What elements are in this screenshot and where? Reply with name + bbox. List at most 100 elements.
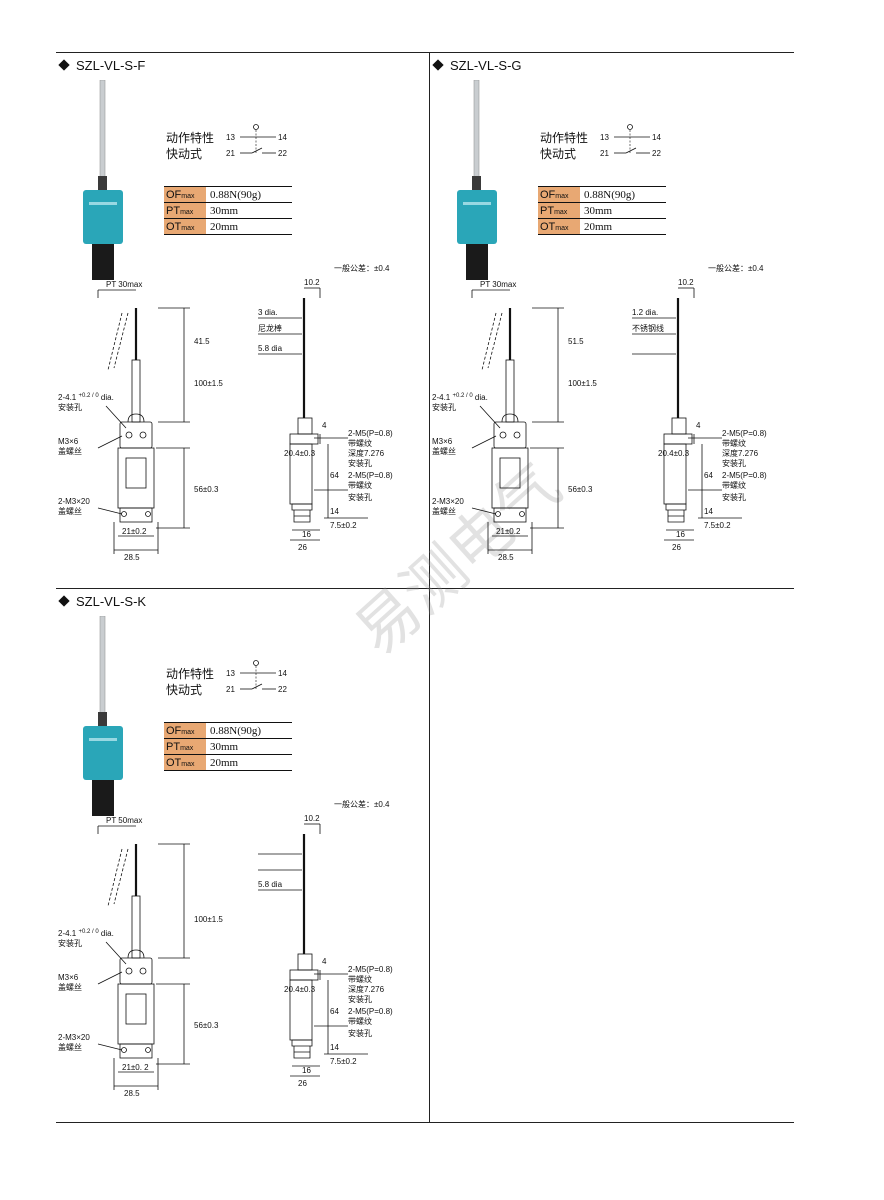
dim-26: 26 [672, 543, 681, 552]
switch-photo [457, 80, 497, 280]
center-divider [429, 52, 430, 1122]
dimension-drawing: PT 30max 51.5 100±1.5 56±0.3 2-4.1 +0.2 … [432, 278, 767, 562]
dim-width-outer: 28.5 [124, 553, 140, 562]
dim-width-outer: 28.5 [124, 1089, 140, 1098]
switch-photo [83, 80, 123, 280]
dim-16: 16 [302, 1066, 311, 1075]
dim-m3x20: 2-M3×20 [58, 497, 90, 506]
dim-14: 14 [330, 1043, 339, 1052]
action-characteristics: 动作特性 快动式 [166, 130, 214, 162]
spec-value: 30mm [580, 202, 666, 219]
dim-14: 14 [704, 507, 713, 516]
dim-hole: 2-4.1 +0.2 / 0 dia. [432, 390, 488, 402]
dim-m3x20: 2-M3×20 [432, 497, 464, 506]
dim-rod-dia: 3 dia. [258, 308, 278, 317]
model-title: SZL-VL-S-G [432, 58, 522, 73]
dim-m5a-2: 深度7.276 [722, 448, 759, 458]
dim-m5a: 2-M5(P=0.8) [348, 429, 393, 438]
dim-body-height: 56±0.3 [194, 485, 219, 494]
spec-row-of: OFmax 0.88N(90g) [164, 186, 292, 203]
dim-rod-length: 41.5 [194, 337, 210, 346]
action-label: 动作特性 [166, 667, 215, 681]
dim-m5b: 2-M5(P=0.8) [348, 1007, 393, 1016]
bottom-rule [56, 1122, 794, 1123]
terminal-22: 22 [652, 149, 661, 158]
terminal-22: 22 [278, 685, 287, 694]
dim-m5a-1: 带螺纹 [348, 438, 372, 448]
general-tolerance: 一般公差：±0.4 [334, 264, 390, 273]
spec-value: 0.88N(90g) [580, 186, 666, 203]
dim-hole-name: 安装孔 [58, 402, 82, 412]
dim-top-width: 10.2 [678, 278, 694, 287]
terminal-22: 22 [278, 149, 287, 158]
terminal-14: 14 [652, 133, 661, 142]
spec-key: OFmax [164, 722, 206, 739]
dim-top-width: 10.2 [304, 278, 320, 287]
general-tolerance: 一般公差：±0.4 [334, 800, 390, 809]
diamond-bullet-icon [58, 595, 70, 607]
dim-top-width: 10.2 [304, 814, 320, 823]
dim-7-5: 7.5±0.2 [330, 1057, 357, 1066]
dim-26: 26 [298, 1079, 307, 1088]
action-type: 快动式 [540, 147, 577, 161]
dimension-drawing: PT 50max 100±1.5 56±0.3 2-4.1 +0.2 / 0 d… [58, 814, 393, 1098]
dim-m5b-1: 带螺纹 [348, 480, 372, 490]
dim-64: 64 [330, 1007, 339, 1016]
dim-m3x6: M3×6 [58, 437, 79, 446]
spec-row-ot: OTmax 20mm [164, 754, 292, 771]
dim-m5a-2: 深度7.276 [348, 984, 385, 994]
terminal-13: 13 [600, 133, 609, 142]
dim-m5b: 2-M5(P=0.8) [348, 471, 393, 480]
spec-value: 30mm [206, 738, 292, 755]
terminal-14: 14 [278, 133, 287, 142]
spec-key: OTmax [164, 754, 206, 771]
dim-m5a-3: 安装孔 [348, 458, 372, 468]
spec-key: PTmax [538, 202, 580, 219]
model-name: SZL-VL-S-K [76, 594, 147, 609]
spec-key: OFmax [538, 186, 580, 203]
dim-total-height: 100±1.5 [194, 915, 223, 924]
dim-cover2: 盖螺丝 [58, 506, 82, 516]
spec-value: 0.88N(90g) [206, 722, 292, 739]
dim-64: 64 [330, 471, 339, 480]
terminal-21: 21 [226, 149, 235, 158]
action-characteristics: 动作特性 快动式 [540, 130, 588, 162]
dim-width-inner: 21±0.2 [496, 527, 521, 536]
dim-20-4: 20.4±0.3 [658, 449, 690, 458]
switch-contact-symbol: 13 14 21 22 [600, 124, 661, 158]
dim-pt: PT 30max [106, 280, 142, 289]
spec-row-ot: OTmax 20mm [538, 218, 666, 235]
dim-64: 64 [704, 471, 713, 480]
spec-key: OFmax [164, 186, 206, 203]
dim-body-height: 56±0.3 [568, 485, 593, 494]
spec-row-of: OFmax 0.88N(90g) [164, 722, 292, 739]
middle-rule [56, 588, 794, 589]
dim-16: 16 [302, 530, 311, 539]
dim-total-height: 100±1.5 [568, 379, 597, 388]
action-type: 快动式 [166, 147, 203, 161]
dim-cover1: 盖螺丝 [58, 446, 82, 456]
dim-m5a-3: 安装孔 [348, 994, 372, 1004]
spec-row-pt: PTmax 30mm [538, 202, 666, 219]
top-rule [56, 52, 794, 53]
terminal-21: 21 [600, 149, 609, 158]
dim-20-4: 20.4±0.3 [284, 985, 316, 994]
action-characteristics: 动作特性 快动式 [166, 666, 214, 698]
dim-26: 26 [298, 543, 307, 552]
spec-table: OFmax 0.88N(90g) PTmax 30mm OTmax 20mm [538, 186, 666, 235]
spec-row-pt: PTmax 30mm [164, 738, 292, 755]
dim-m5a-3: 安装孔 [722, 458, 746, 468]
dim-4: 4 [696, 421, 701, 430]
dim-m5b-1: 带螺纹 [722, 480, 746, 490]
dim-m5b-2: 安装孔 [722, 492, 746, 502]
dim-cover2: 盖螺丝 [58, 1042, 82, 1052]
spec-row-ot: OTmax 20mm [164, 218, 292, 235]
spec-value: 30mm [206, 202, 292, 219]
general-tolerance: 一般公差：±0.4 [708, 264, 764, 273]
switch-photo [83, 616, 123, 816]
dim-pt: PT 30max [480, 280, 516, 289]
spec-key: OTmax [538, 218, 580, 235]
dim-m3x6: M3×6 [58, 973, 79, 982]
panel-szl-vl-s-k: SZL-VL-S-K 动作特性 快动式 13 14 21 22 OFmax 0.… [58, 594, 428, 1124]
dim-m5b-1: 带螺纹 [348, 1016, 372, 1026]
